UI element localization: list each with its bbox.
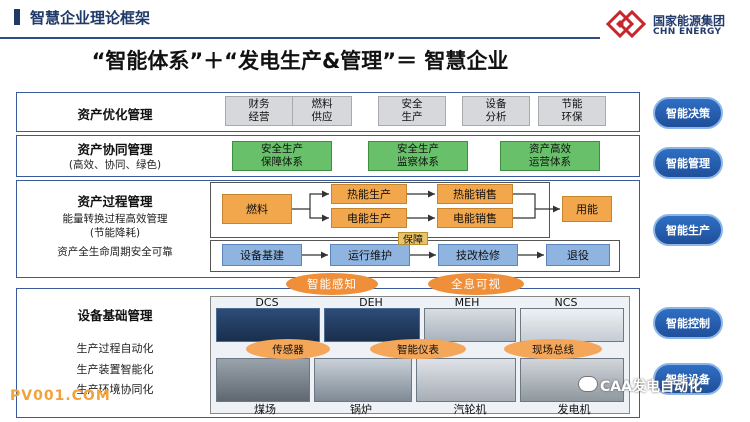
box-safety-guarantee: 安全生产 保障体系 [232,141,332,171]
row-label-equipment-infra: 设备基础管理 [77,308,153,323]
side-button-smart-production[interactable]: 智能生产 [653,214,723,246]
deh-screen-image [324,308,420,342]
infra-item-intelligence: 生产装置智能化 [76,363,154,376]
generator-photo [520,358,624,402]
box-operation-maintenance: 运行维护 [330,244,410,266]
row-sublabel-lifecycle: 资产全生命周期安全可靠 [57,246,173,258]
row-sublabel-efficiency: 能量转换过程高效管理 [62,213,168,225]
box-fuel-supply: 燃料 供应 [292,96,352,126]
box-finance: 财务 经营 [225,96,293,126]
box-retrofit-repair: 技改检修 [438,244,518,266]
boiler-photo [314,358,412,402]
photo-label-boiler: 锅炉 [350,403,372,416]
screen-label-deh: DEH [359,296,383,309]
coal-yard-photo [216,358,310,402]
oval-fieldbus: 现场总线 [504,339,602,359]
box-safety-supervision: 安全生产 监察体系 [368,141,468,171]
dcs-screen-image [216,308,320,342]
side-button-smart-equipment[interactable]: 智能设备 [653,363,723,395]
box-heat-sales: 热能销售 [437,184,513,204]
side-button-smart-control[interactable]: 智能控制 [653,307,723,339]
page-title: 智慧企业理论框架 [30,9,151,27]
infra-item-collaboration: 生产环境协同化 [76,383,154,396]
watermark-right: CAA发电自动化 [600,379,702,395]
photo-label-generator: 发电机 [557,403,591,416]
box-heat-production: 热能生产 [331,184,407,204]
logo-text-en: CHN ENERGY [653,27,722,37]
box-equipment-analysis: 设备 分析 [462,96,530,126]
box-construction: 设备基建 [222,244,302,266]
logo-text-cn: 国家能源集团 [653,14,726,28]
row-label-asset-coordination: 资产协同管理 [77,142,153,157]
energy-flow-frame [210,182,550,238]
side-button-smart-decision[interactable]: 智能决策 [653,97,723,129]
page-subtitle: “智能体系”＋“发电生产&管理”＝ 智慧企业 [91,49,509,73]
oval-smart-instrument: 智能仪表 [370,339,466,359]
guarantee-label: 保障 [398,232,428,246]
row-label-asset-process: 资产过程管理 [77,194,153,209]
row-sublabel-energy-saving: (节能降耗) [89,227,141,239]
box-electricity-production: 电能生产 [331,208,407,228]
box-safety-production: 安全 生产 [378,96,446,126]
title-accent-bar [14,9,20,25]
oval-holographic-visual: 全息可视 [428,273,524,295]
screen-label-meh: MEH [454,296,480,309]
ncs-device-image [520,308,624,342]
box-fuel: 燃料 [222,194,292,224]
watermark-left: PV001.COM [10,388,111,404]
screen-label-dcs: DCS [255,296,279,309]
box-asset-operation: 资产高效 运营体系 [500,141,600,171]
chn-energy-logo-icon [606,9,647,39]
box-energy-use: 用能 [562,196,612,222]
header-divider [0,37,600,39]
side-button-smart-management[interactable]: 智能管理 [653,147,723,179]
oval-sensor: 传感器 [246,339,330,359]
meh-panel-image [424,308,516,342]
oval-smart-sensing: 智能感知 [286,273,378,295]
box-retirement: 退役 [546,244,610,266]
screen-label-ncs: NCS [554,296,578,309]
photo-label-turbine: 汽轮机 [453,403,487,416]
wechat-icon [578,376,598,392]
row-sublabel-asset-coordination: (高效、协同、绿色) [68,159,162,171]
photo-label-coal-yard: 煤场 [254,403,276,416]
row-label-asset-optimization: 资产优化管理 [77,107,153,122]
box-energy-env: 节能 环保 [538,96,606,126]
turbine-photo [416,358,516,402]
infra-item-automation: 生产过程自动化 [76,342,154,355]
box-electricity-sales: 电能销售 [437,208,513,228]
